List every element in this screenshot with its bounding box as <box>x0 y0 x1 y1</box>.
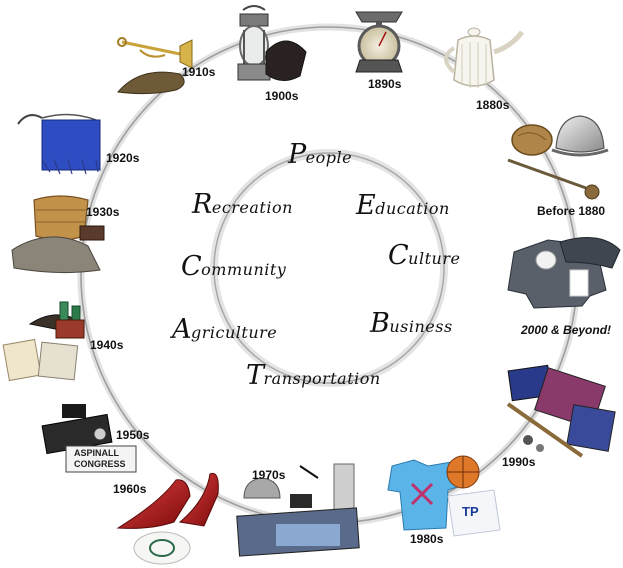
era-label-1910s[interactable]: 1910s <box>182 65 216 79</box>
era-label-1950s[interactable]: 1950s <box>116 428 150 442</box>
theme-recreation[interactable]: Recreation <box>192 189 293 220</box>
sign-line-2: CONGRESS <box>74 459 126 469</box>
era-label-1900s[interactable]: 1900s <box>265 89 299 103</box>
era-label-1930s[interactable]: 1930s <box>86 205 120 219</box>
theme-transportation[interactable]: Transportation <box>246 360 381 391</box>
theme-label-rest: ransportation <box>263 369 381 388</box>
lantern-icon[interactable] <box>237 5 307 81</box>
era-label-2000-beyond[interactable]: 2000 & Beyond! <box>521 323 612 337</box>
teapot-icon[interactable] <box>444 27 525 88</box>
era-label-1970s[interactable]: 1970s <box>252 468 286 482</box>
era-label-1940s[interactable]: 1940s <box>90 338 124 352</box>
pen-icon[interactable] <box>236 463 360 557</box>
tee-label: TP <box>462 504 479 519</box>
theme-culture-text: C <box>388 240 410 271</box>
theme-label-rest: griculture <box>191 323 278 342</box>
scale-icon[interactable] <box>355 11 403 73</box>
bottles-icon[interactable] <box>2 301 85 382</box>
era-label-1880s[interactable]: 1880s <box>476 98 510 112</box>
era-label-1990s[interactable]: 1990s <box>502 455 536 469</box>
theme-community-text: C <box>181 251 203 282</box>
era-label-1980s[interactable]: 1980s <box>410 532 444 546</box>
purse-icon[interactable] <box>17 113 101 175</box>
theme-education-text: E <box>356 190 377 221</box>
basket-icon[interactable] <box>11 195 105 274</box>
theme-transportation-text: T <box>246 360 265 391</box>
theme-business-text: B <box>370 308 391 339</box>
bugle-icon[interactable] <box>117 37 193 95</box>
theme-community[interactable]: Community <box>181 251 286 282</box>
era-label-1960s[interactable]: 1960s <box>113 482 147 496</box>
theme-recreation-text: R <box>192 189 213 220</box>
theme-label-rest: usiness <box>389 317 453 336</box>
theme-business[interactable]: Business <box>370 308 453 339</box>
clothing-icon[interactable] <box>507 237 621 309</box>
theme-people-text: P <box>288 139 307 170</box>
theme-agriculture[interactable]: Agriculture <box>172 314 277 345</box>
era-label-1920s[interactable]: 1920s <box>106 151 140 165</box>
theme-label-rest: ommunity <box>201 260 287 279</box>
theme-label-rest: eople <box>305 148 353 167</box>
theme-agriculture-text: A <box>172 314 192 345</box>
shoes-icon[interactable] <box>116 472 219 565</box>
theme-label-rest: ecreation <box>211 198 293 217</box>
helmet-icon[interactable] <box>507 115 609 200</box>
papers-icon[interactable] <box>506 364 616 458</box>
era-label-1890s[interactable]: 1890s <box>368 77 402 91</box>
theme-label-rest: ulture <box>408 249 461 268</box>
theme-people[interactable]: People <box>288 139 352 170</box>
era-label-before-1880[interactable]: Before 1880 <box>537 204 606 218</box>
theme-culture[interactable]: Culture <box>388 240 460 271</box>
camera-icon[interactable]: ASPINALL CONGRESS <box>41 404 137 473</box>
theme-education[interactable]: Education <box>356 190 450 221</box>
tshirt-icon[interactable] <box>387 455 501 537</box>
theme-label-rest: ducation <box>375 199 450 218</box>
sign-line-1: ASPINALL <box>74 448 120 458</box>
inner-ring-line <box>213 152 445 384</box>
